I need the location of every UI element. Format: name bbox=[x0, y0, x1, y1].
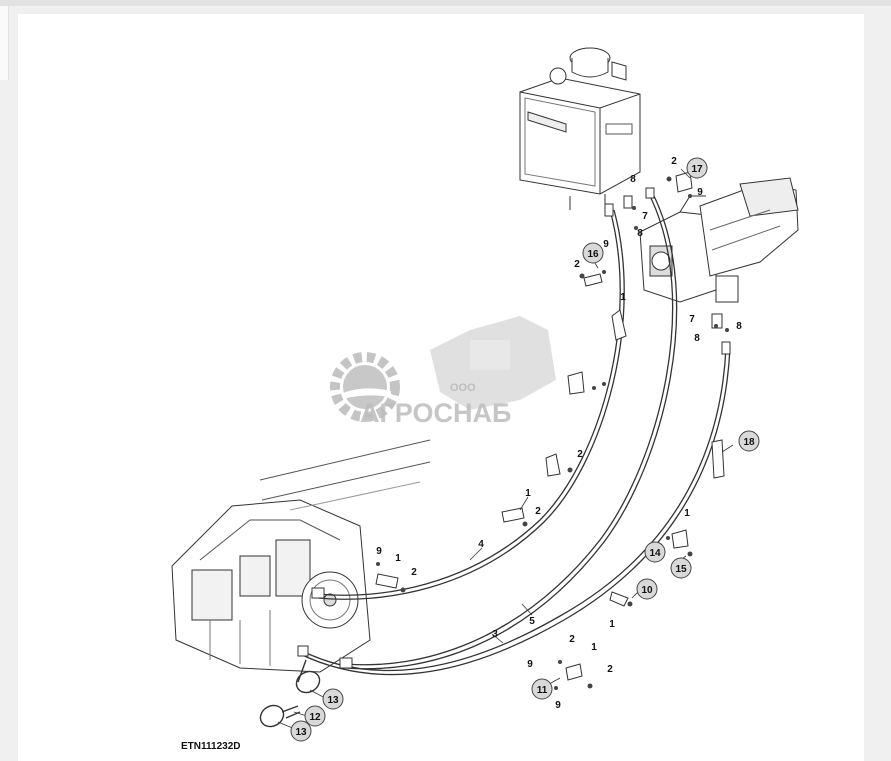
hoses bbox=[299, 195, 731, 676]
callout-1: 1 bbox=[609, 619, 615, 630]
svg-text:1: 1 bbox=[684, 508, 690, 519]
callout-8: 8 bbox=[694, 333, 700, 344]
svg-text:15: 15 bbox=[675, 564, 687, 575]
svg-text:18: 18 bbox=[743, 437, 755, 448]
callout-1: 1 bbox=[684, 508, 690, 519]
callout-8: 8 bbox=[736, 321, 742, 332]
callout-7: 7 bbox=[642, 211, 648, 222]
svg-text:8: 8 bbox=[694, 333, 700, 344]
left-panel-edge bbox=[0, 6, 9, 80]
svg-text:2: 2 bbox=[535, 506, 541, 517]
callout-4: 4 bbox=[478, 539, 484, 550]
svg-text:2: 2 bbox=[671, 156, 677, 167]
hydraulic-tank bbox=[519, 47, 641, 210]
callout-8: 8 bbox=[630, 174, 636, 185]
callout-1: 1 bbox=[591, 642, 597, 653]
svg-text:8: 8 bbox=[630, 174, 636, 185]
svg-text:2: 2 bbox=[569, 634, 575, 645]
callout-15: 15 bbox=[670, 557, 692, 579]
hose-3 bbox=[299, 347, 727, 672]
svg-text:2: 2 bbox=[577, 449, 583, 460]
fasteners bbox=[376, 176, 729, 690]
callout-16: 16 bbox=[582, 242, 604, 264]
fittings bbox=[297, 187, 731, 669]
callout-14: 14 bbox=[644, 541, 666, 563]
clamps bbox=[375, 171, 725, 681]
svg-text:2: 2 bbox=[411, 567, 417, 578]
callout-9: 9 bbox=[376, 546, 382, 557]
callout-9: 9 bbox=[527, 659, 533, 670]
svg-text:12: 12 bbox=[309, 712, 321, 723]
svg-text:2: 2 bbox=[574, 259, 580, 270]
callout-2: 2 bbox=[577, 449, 583, 460]
svg-text:1: 1 bbox=[395, 553, 401, 564]
callout-18: 18 bbox=[738, 430, 760, 452]
svg-text:1: 1 bbox=[609, 619, 615, 630]
svg-text:1: 1 bbox=[525, 488, 531, 499]
callout-7: 7 bbox=[689, 314, 695, 325]
top-bar bbox=[0, 0, 891, 6]
pump-assembly bbox=[639, 177, 799, 303]
callout-1: 1 bbox=[620, 292, 626, 303]
watermark-harvester-icon bbox=[430, 316, 556, 410]
callout-2: 2 bbox=[569, 634, 575, 645]
svg-text:8: 8 bbox=[637, 228, 643, 239]
svg-text:1: 1 bbox=[620, 292, 626, 303]
callout-8: 8 bbox=[637, 228, 643, 239]
callout-2: 2 bbox=[535, 506, 541, 517]
svg-text:9: 9 bbox=[697, 187, 703, 198]
svg-text:13: 13 bbox=[327, 695, 339, 706]
svg-text:4: 4 bbox=[478, 539, 484, 550]
callout-1: 1 bbox=[525, 488, 531, 499]
callout-13: 13 bbox=[290, 720, 312, 742]
svg-text:9: 9 bbox=[555, 700, 561, 711]
svg-text:2: 2 bbox=[607, 664, 613, 675]
callout-9: 9 bbox=[555, 700, 561, 711]
callout-13: 13 bbox=[322, 688, 344, 710]
svg-text:7: 7 bbox=[642, 211, 648, 222]
callout-9: 9 bbox=[697, 187, 703, 198]
svg-text:13: 13 bbox=[295, 727, 307, 738]
svg-text:9: 9 bbox=[527, 659, 533, 670]
svg-text:9: 9 bbox=[376, 546, 382, 557]
callout-5: 5 bbox=[529, 616, 535, 627]
callout-17: 17 bbox=[686, 157, 708, 179]
watermark-gear-icon bbox=[330, 352, 400, 422]
callout-9: 9 bbox=[603, 239, 609, 250]
callout-1: 1 bbox=[395, 553, 401, 564]
svg-text:10: 10 bbox=[641, 585, 653, 596]
hose-5 bbox=[345, 195, 674, 666]
svg-text:17: 17 bbox=[691, 164, 703, 175]
svg-text:8: 8 bbox=[736, 321, 742, 332]
callout-3: 3 bbox=[492, 629, 498, 640]
callout-2: 2 bbox=[574, 259, 580, 270]
svg-text:5: 5 bbox=[529, 616, 535, 627]
callout-11: 11 bbox=[531, 678, 553, 700]
callout-2: 2 bbox=[607, 664, 613, 675]
callout-2: 2 bbox=[671, 156, 677, 167]
callouts: 17 2 9 8 7 8 16 9 2 1 7 8 8 18 2 1 2 4 9… bbox=[290, 156, 760, 742]
callout-2: 2 bbox=[411, 567, 417, 578]
svg-text:3: 3 bbox=[492, 629, 498, 640]
watermark: ООО АГРОСНАБ bbox=[330, 316, 556, 428]
watermark-prefix: ООО bbox=[450, 382, 476, 394]
svg-text:7: 7 bbox=[689, 314, 695, 325]
hose-clamp-loops bbox=[259, 659, 321, 728]
svg-text:1: 1 bbox=[591, 642, 597, 653]
svg-text:14: 14 bbox=[649, 548, 661, 559]
svg-text:9: 9 bbox=[603, 239, 609, 250]
watermark-brand: АГРОСНАБ bbox=[360, 398, 511, 428]
transmission-housing bbox=[171, 439, 431, 673]
callout-10: 10 bbox=[636, 578, 658, 600]
figure-id: ETN111232D bbox=[181, 741, 241, 752]
svg-text:16: 16 bbox=[587, 249, 599, 260]
callout-12: 12 bbox=[304, 705, 326, 727]
svg-text:11: 11 bbox=[537, 685, 548, 696]
